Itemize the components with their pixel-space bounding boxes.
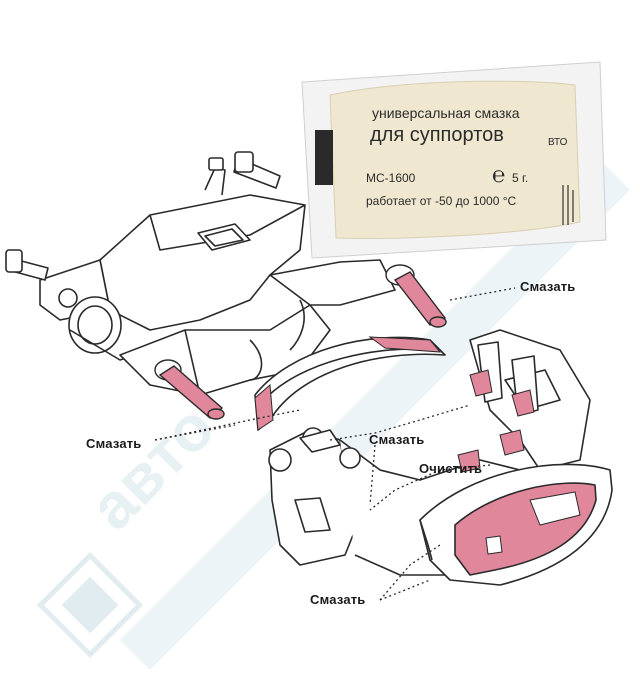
packet-code: МС-1600 — [366, 171, 416, 185]
packet-line-1: универсальная смазка — [372, 105, 520, 121]
callout-lubricate-pin-left: Смазать — [86, 436, 142, 451]
watermark-band — [120, 160, 630, 670]
packet-brand: ВТО — [548, 137, 568, 148]
callout-lubricate-pad: Смазать — [310, 592, 366, 607]
packet-weight: 5 г. — [512, 171, 529, 185]
packet-temperature: работает от -50 до 1000 °С — [366, 194, 517, 208]
caliper-housing — [5, 151, 446, 431]
callout-lubricate-clips: Смазать — [369, 432, 425, 447]
guide-pin-right — [385, 264, 447, 328]
front-brake-pad — [419, 463, 613, 586]
guide-pin-left — [154, 359, 225, 420]
estimated-sign-icon: ℮ — [492, 162, 506, 187]
packet-line-2: для суппортов — [370, 124, 504, 146]
callout-lubricate-pin-right: Смазать — [520, 279, 576, 294]
callout-leaders — [154, 287, 516, 601]
callout-clean: Очистить — [419, 461, 483, 476]
grease-packet — [301, 61, 607, 259]
grease-packet-label: универсальная смазка для суппортов ВТО М… — [302, 58, 604, 256]
